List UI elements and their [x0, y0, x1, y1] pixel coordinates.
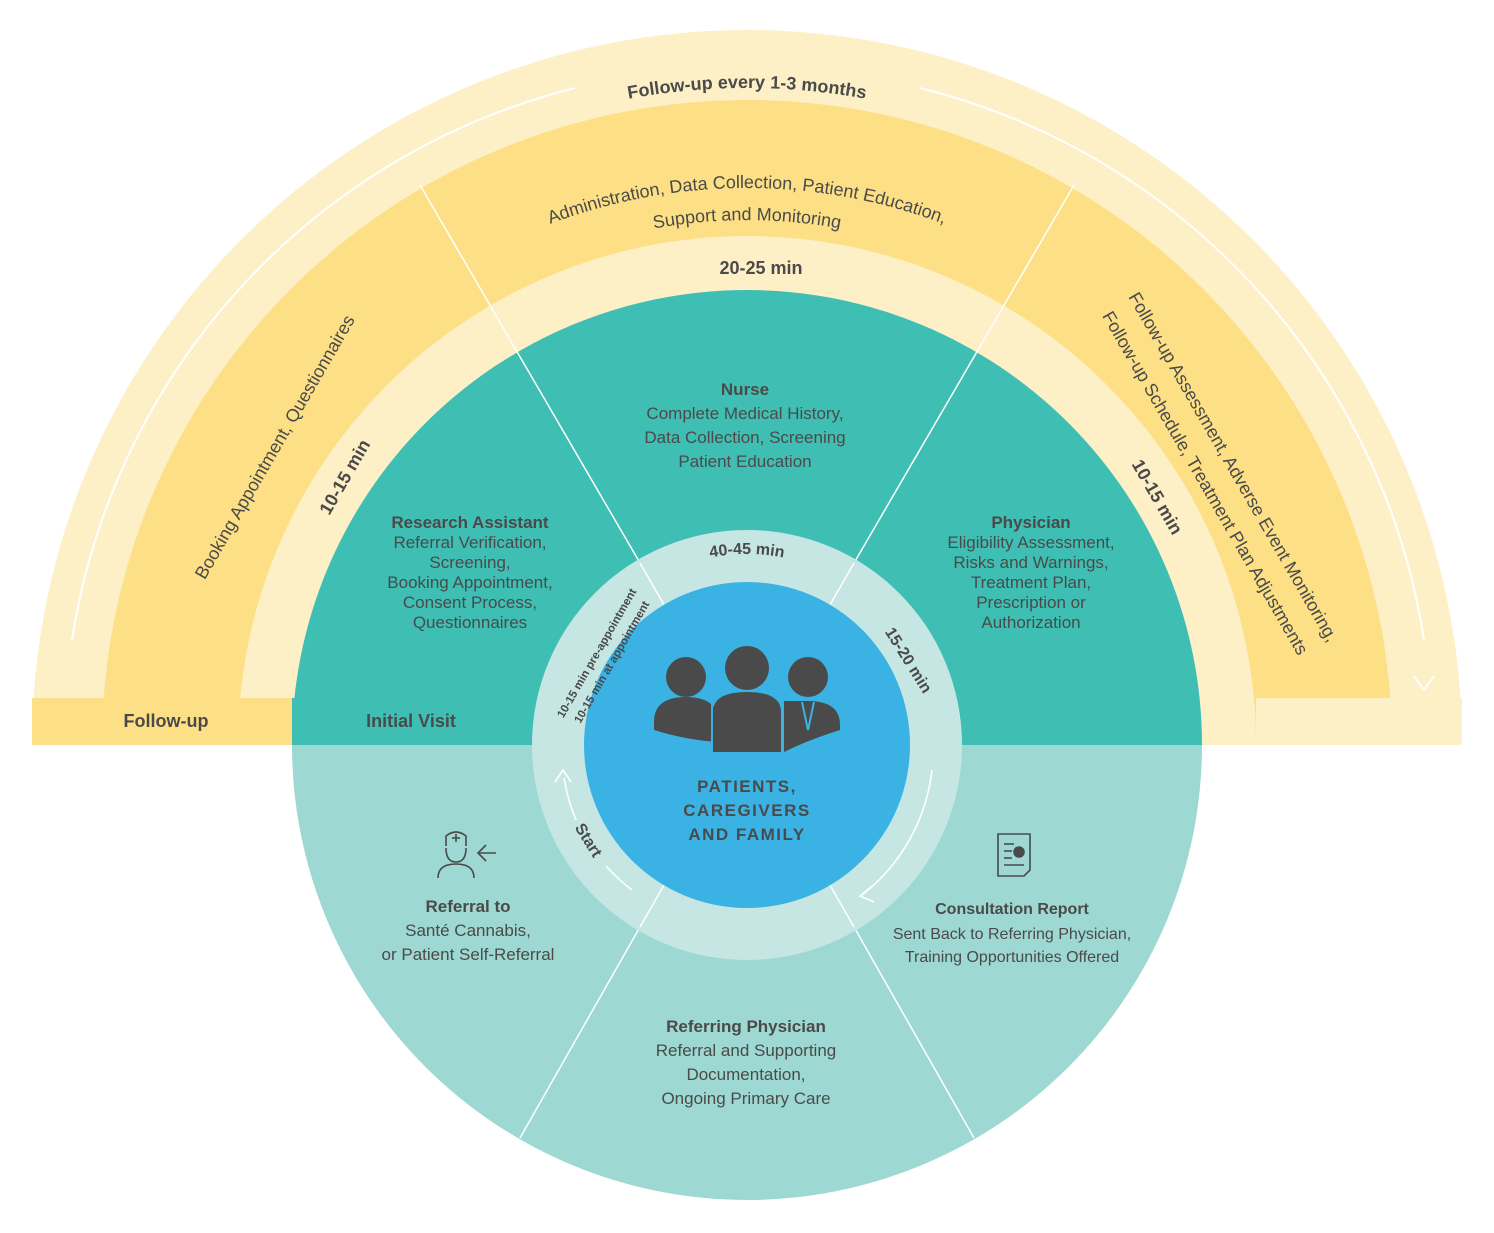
- consultation-title: Consultation Report: [935, 901, 1089, 918]
- physician-line: Prescription or: [976, 593, 1086, 612]
- referring-physician-title: Referring Physician: [666, 1017, 826, 1036]
- referring-physician-line: Documentation,: [686, 1065, 805, 1084]
- research-assistant-line: Booking Appointment,: [387, 573, 552, 592]
- referring-physician-line: Referral and Supporting: [656, 1041, 837, 1060]
- nurse-referral-icon: [437, 831, 496, 879]
- nurse-line: Complete Medical History,: [646, 404, 843, 423]
- referral-line: or Patient Self-Referral: [382, 945, 555, 964]
- center-label: PATIENTS, CAREGIVERS AND FAMILY: [683, 777, 810, 844]
- legend-right-bar: [1256, 698, 1462, 745]
- people-group-icon: [654, 646, 840, 752]
- sector-physician: Physician Eligibility Assessment, Risks …: [947, 513, 1114, 632]
- nurse-line: Patient Education: [678, 452, 811, 471]
- legend-initial-visit-label: Initial Visit: [366, 711, 456, 731]
- consultation-line: Sent Back to Referring Physician,: [893, 926, 1131, 943]
- legend-followup-bar: [32, 698, 292, 745]
- inner-ring-arrows: [554, 768, 933, 903]
- nurse-title: Nurse: [721, 380, 769, 399]
- sector-consultation: Consultation Report Sent Back to Referri…: [893, 901, 1131, 966]
- research-assistant-line: Consent Process,: [403, 593, 537, 612]
- sector-dividers: [419, 184, 1075, 1139]
- consultation-line: Training Opportunities Offered: [905, 949, 1119, 966]
- sector-referral: Referral to Santé Cannabis, or Patient S…: [382, 897, 555, 964]
- physician-line: Risks and Warnings,: [953, 553, 1108, 572]
- followup-arrow: [71, 87, 1435, 692]
- physician-line: Treatment Plan,: [971, 573, 1091, 592]
- legend-followup-label: Follow-up: [124, 711, 209, 731]
- initial-visit-half: [292, 290, 1202, 745]
- physician-line: Authorization: [981, 613, 1080, 632]
- sector-referring-physician: Referring Physician Referral and Support…: [656, 1017, 837, 1108]
- referral-half: [292, 745, 1202, 1200]
- inner-ring-dividers: [639, 562, 855, 928]
- research-assistant-line: Questionnaires: [413, 613, 527, 632]
- referral-title: Referral to: [425, 897, 510, 916]
- sector-nurse: Nurse Complete Medical History, Data Col…: [644, 380, 845, 471]
- time-top-label: 20-25 min: [719, 258, 802, 278]
- center-line3: AND FAMILY: [688, 825, 805, 844]
- inner-ring-top-label: 40-45 min: [708, 541, 786, 561]
- report-document-icon: [997, 833, 1031, 877]
- research-assistant-line: Screening,: [429, 553, 510, 572]
- research-assistant-line: Referral Verification,: [393, 533, 546, 552]
- physician-title: Physician: [991, 513, 1070, 532]
- sector-research-assistant: Research Assistant Referral Verification…: [387, 513, 552, 632]
- physician-line: Eligibility Assessment,: [947, 533, 1114, 552]
- referring-physician-line: Ongoing Primary Care: [661, 1089, 830, 1108]
- research-assistant-title: Research Assistant: [391, 513, 549, 532]
- legend-initial-visit-bar: [292, 698, 538, 745]
- nurse-line: Data Collection, Screening: [644, 428, 845, 447]
- referral-line: Santé Cannabis,: [405, 921, 531, 940]
- people-icon-divider: [711, 700, 815, 752]
- center-line2: CAREGIVERS: [683, 801, 810, 820]
- center-line1: PATIENTS,: [697, 777, 797, 796]
